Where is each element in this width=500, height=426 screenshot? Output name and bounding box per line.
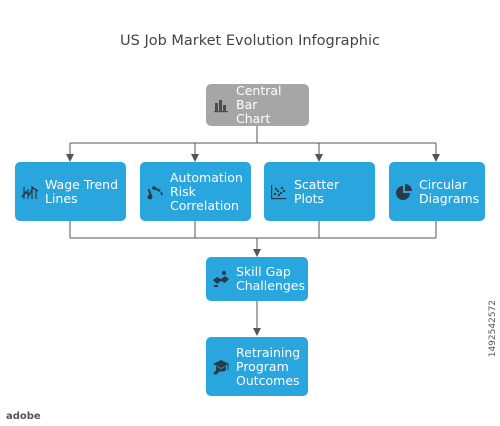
pie-chart-icon	[395, 183, 413, 201]
node-circular-label: Circular Diagrams	[419, 176, 480, 206]
node-scatter-label: Scatter Plots	[294, 176, 340, 206]
node-central-bar-chart: Central Bar Chart	[206, 84, 309, 126]
page-title: US Job Market Evolution Infographic	[120, 33, 380, 49]
robot-arm-icon	[146, 183, 164, 201]
node-automation-risk: Automation Risk Correlation	[140, 162, 251, 221]
stock-logo-text: adobe	[6, 411, 41, 422]
node-scatter-plots: Scatter Plots	[264, 162, 375, 221]
handshake-icon	[212, 270, 230, 288]
node-central-label: Central Bar Chart	[236, 83, 282, 126]
node-skill-label: Skill Gap Challenges	[236, 264, 306, 293]
stock-id-text: 1492542572	[488, 300, 498, 358]
scatter-plot-icon	[270, 183, 288, 201]
node-wage-trend-lines: Wage Trend Lines	[15, 162, 126, 221]
node-retraining-label: Retraining Program Outcomes	[236, 344, 301, 388]
node-retraining: Retraining Program Outcomes	[206, 337, 308, 396]
node-automation-label: Automation Risk Correlation	[170, 169, 243, 213]
node-wage-label: Wage Trend Lines	[45, 176, 119, 206]
bar-chart-icon	[212, 96, 230, 114]
graduation-cap-icon	[212, 358, 230, 376]
node-circular-diagrams: Circular Diagrams	[389, 162, 485, 221]
trend-lines-icon	[21, 183, 39, 201]
node-skill-gap: Skill Gap Challenges	[206, 257, 308, 301]
